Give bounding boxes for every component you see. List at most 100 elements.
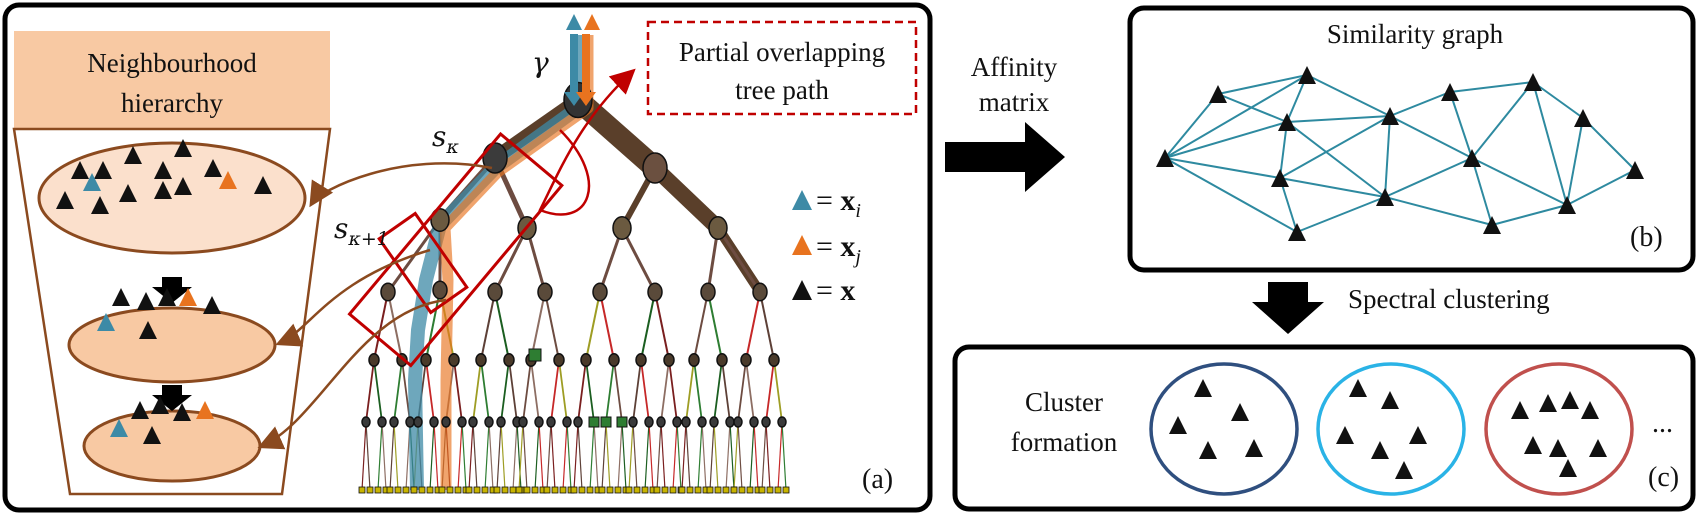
tree-branch xyxy=(648,421,654,491)
tree-leaf xyxy=(578,486,586,494)
legend-xi: = xi xyxy=(816,184,861,222)
connector-skappa xyxy=(309,162,493,208)
tree-leaf-square xyxy=(616,416,628,428)
tree-node xyxy=(708,216,728,240)
cluster-1 xyxy=(1149,362,1299,496)
panel-c: Cluster formation ... (c) xyxy=(952,344,1696,512)
point-x-icon xyxy=(173,403,191,421)
cluster-point-icon xyxy=(1169,416,1187,434)
tree-leaf xyxy=(758,486,766,494)
tree-leaf xyxy=(633,486,641,494)
tree-branch xyxy=(585,291,601,361)
legend-x: = x xyxy=(816,274,855,307)
graph-edge xyxy=(1532,81,1584,119)
affinity-arrow xyxy=(945,122,1065,192)
tree-node xyxy=(429,416,439,428)
tree-branch xyxy=(472,359,482,423)
graph-edge xyxy=(1164,157,1281,179)
tree-branch xyxy=(508,359,518,423)
tree-leaf xyxy=(686,486,694,494)
tree-leaf xyxy=(531,486,539,494)
tree-branch xyxy=(640,291,656,361)
tree-branch xyxy=(461,421,467,491)
graph-node-icon xyxy=(1463,149,1481,167)
tree-branch xyxy=(512,421,518,491)
affinity-label-line2: matrix xyxy=(979,87,1050,117)
point-xi-icon xyxy=(97,313,115,331)
tree-branch xyxy=(593,421,599,491)
tree-branch xyxy=(733,421,739,491)
input-triangle-orange xyxy=(584,14,600,30)
graph-node-icon xyxy=(1558,196,1576,214)
tree-branch xyxy=(566,421,572,491)
graph-edge xyxy=(1279,177,1386,198)
point-xj-icon xyxy=(179,288,197,306)
tree-node xyxy=(749,416,759,428)
tree-branch xyxy=(484,421,490,491)
tree-branch xyxy=(605,359,615,423)
tree-leaf-square xyxy=(600,416,612,428)
cluster-point-icon xyxy=(1194,379,1212,397)
tree-node xyxy=(628,416,638,428)
tree-branch xyxy=(585,359,595,423)
tree-node xyxy=(592,282,608,302)
tree-branch xyxy=(765,359,775,423)
connector-leaf xyxy=(257,298,447,450)
connector-skappa1 xyxy=(275,248,431,347)
panel-b-tag: (b) xyxy=(1630,222,1663,253)
tree-leaf xyxy=(641,486,649,494)
tree-branch xyxy=(389,421,395,491)
graph-node-icon xyxy=(1524,73,1542,91)
tree-branch xyxy=(745,291,761,361)
ellipse-points xyxy=(56,139,272,444)
tree-node xyxy=(482,142,508,174)
tree-leaf xyxy=(598,486,606,494)
tree-node xyxy=(546,416,556,428)
tree-node xyxy=(608,353,620,367)
tree-leaf-square xyxy=(588,416,600,428)
cluster-point-icon xyxy=(1395,461,1413,479)
point-xi-icon xyxy=(83,173,101,191)
tree-branch xyxy=(393,359,403,423)
point-x-icon xyxy=(174,177,192,195)
graph-edge xyxy=(1286,115,1391,123)
tree-branch xyxy=(613,359,623,423)
tree-branch xyxy=(693,291,709,361)
point-x-icon xyxy=(158,288,176,306)
point-x-icon xyxy=(154,161,172,179)
tree-branch xyxy=(632,359,642,423)
tree-branch xyxy=(777,421,783,491)
tree-leaf xyxy=(493,486,501,494)
tree-node xyxy=(672,416,682,428)
tree-leaf xyxy=(523,486,531,494)
tree-leaf xyxy=(418,486,426,494)
tree-branch xyxy=(480,359,490,423)
tree-branch xyxy=(457,421,463,491)
panel-a: Neighbourhood hierarchy Partial overlapp… xyxy=(2,2,933,513)
tree-leaf xyxy=(366,486,374,494)
tree-leaf xyxy=(625,486,633,494)
tree-node xyxy=(663,353,675,367)
tree-branch xyxy=(681,421,687,491)
tree-node xyxy=(361,416,371,428)
tree-leaf xyxy=(501,486,509,494)
graph-node-icon xyxy=(1483,216,1501,234)
tree-branch xyxy=(737,359,747,423)
tree-branch xyxy=(621,421,627,491)
tree-branch xyxy=(365,359,375,423)
tree-leaf xyxy=(559,486,567,494)
point-x-icon xyxy=(119,184,137,202)
panel-c-tag: (c) xyxy=(1648,462,1679,493)
tree-branch xyxy=(640,359,650,423)
tree-branch xyxy=(697,421,703,491)
tree-branch xyxy=(644,421,650,491)
graph-edge xyxy=(1389,91,1451,117)
tree-branch xyxy=(577,421,583,491)
tree-leaf xyxy=(661,486,669,494)
tree-branch xyxy=(759,291,775,361)
graph-edge xyxy=(1471,81,1534,159)
tree-leaf xyxy=(426,486,434,494)
cluster-point-icon xyxy=(1381,391,1399,409)
tree-branch xyxy=(685,359,695,423)
tree-leaf xyxy=(551,486,559,494)
